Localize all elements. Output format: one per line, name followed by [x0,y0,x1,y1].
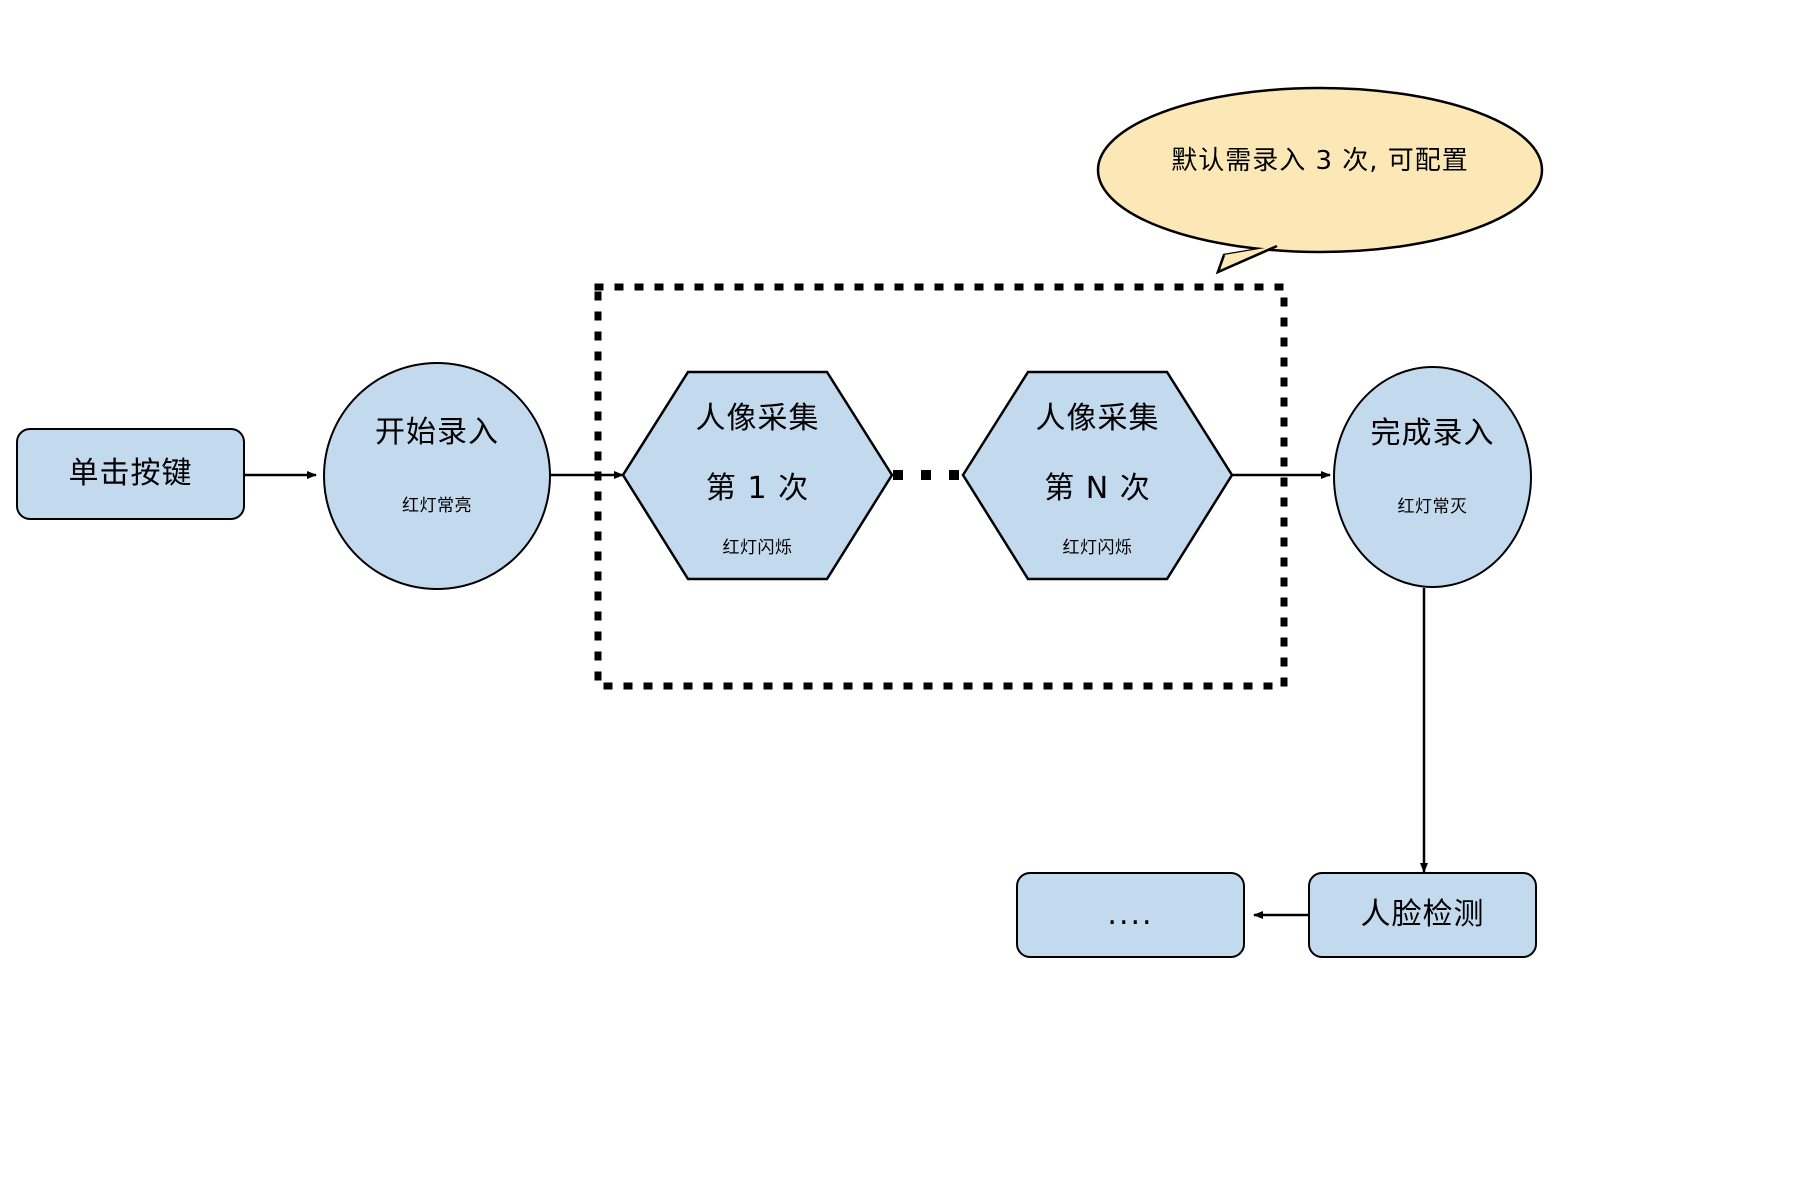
node-face-detect[interactable]: 人脸检测 [1308,872,1537,958]
node-capture-nth[interactable]: 人像采集 第 N 次 红灯闪烁 [960,368,1235,583]
node-start-enroll[interactable]: 开始录入 红灯常亮 [323,362,551,590]
node-more-steps-label: .... [1107,897,1154,933]
node-finish-enroll-sublabel: 红灯常灭 [1397,496,1468,517]
node-finish-enroll[interactable]: 完成录入 红灯常灭 [1333,366,1532,588]
node-more-steps[interactable]: .... [1016,872,1245,958]
node-press-key[interactable]: 单击按键 [16,428,245,520]
node-finish-enroll-label: 完成录入 [1370,416,1495,452]
callout-note: 默认需录入 3 次, 可配置 [1098,88,1542,252]
node-capture-first[interactable]: 人像采集 第 1 次 红灯闪烁 [620,368,895,583]
hexagon-shape-first [621,370,894,581]
node-press-key-label: 单击按键 [68,456,193,492]
hexagon-shape-nth [961,370,1234,581]
node-face-detect-label: 人脸检测 [1360,897,1485,933]
callout-text: 默认需录入 3 次, 可配置 [1171,146,1469,176]
node-start-enroll-label: 开始录入 [375,415,499,451]
node-start-enroll-sublabel: 红灯常亮 [402,495,472,516]
